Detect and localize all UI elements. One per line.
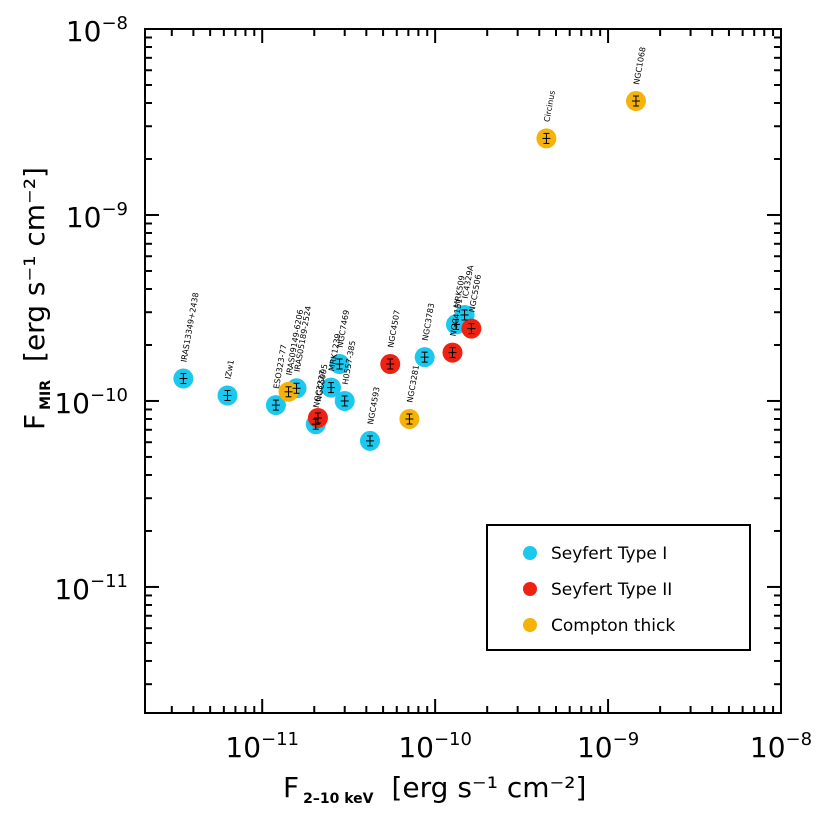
error-bar-overlay <box>179 95 640 447</box>
tick-labels: 10−11 10−10 10−9 10−8 10−11 10−10 10−9 10−8 <box>54 13 812 764</box>
y-axis-units: [erg s⁻¹ cm⁻²] <box>18 167 51 362</box>
x-tick-label: 10−11 <box>225 729 299 764</box>
legend-marker <box>523 618 537 632</box>
point-label: NGC3281 <box>406 364 421 403</box>
legend: Seyfert Type I Seyfert Type II Compton thi… <box>486 524 751 651</box>
point-label: Circinus <box>543 90 557 123</box>
x-tick-label: 10−8 <box>750 729 812 764</box>
y-tick-label: 10−8 <box>66 13 128 48</box>
legend-marker <box>523 546 537 560</box>
y-tick-label: 10−10 <box>54 385 128 420</box>
point-label: NGC4593 <box>366 386 381 425</box>
y-tick-label: 10−11 <box>54 571 128 606</box>
y-tick-label: 10−9 <box>66 199 128 234</box>
point-label: NGC3783 <box>421 302 436 341</box>
axis-ticks <box>145 29 781 713</box>
legend-label: Seyfert Type I <box>551 544 667 564</box>
point-label: NGC4507 <box>386 309 401 348</box>
point-label: IRAS13349+2438 <box>179 292 200 363</box>
legend-label: Seyfert Type II <box>551 580 672 600</box>
x-axis-units: [erg s⁻¹ cm⁻²] <box>391 771 586 804</box>
plot-frame <box>144 28 782 714</box>
y-axis-label: FMIR[erg s⁻¹ cm⁻²] <box>18 167 54 430</box>
point-label: NGC1068 <box>632 46 647 85</box>
x-tick-label: 10−9 <box>577 729 639 764</box>
legend-marker <box>523 582 537 596</box>
legend-label: Compton thick <box>551 616 675 636</box>
point-label: IZw1 <box>224 359 236 380</box>
x-tick-label: 10−10 <box>398 729 472 764</box>
